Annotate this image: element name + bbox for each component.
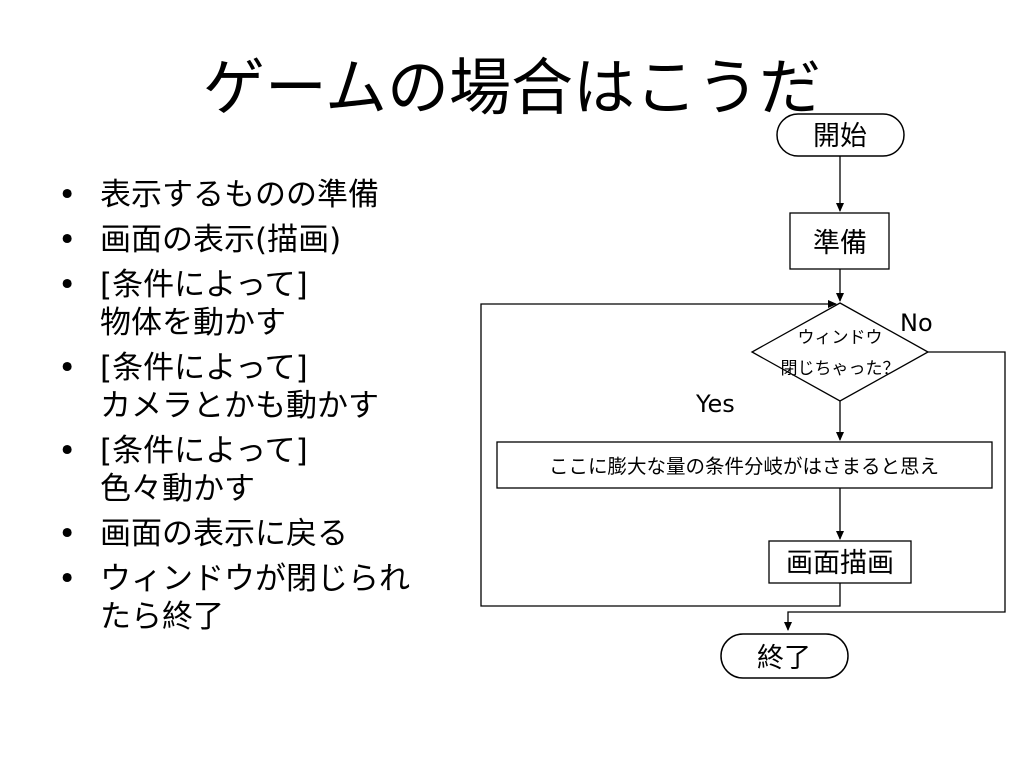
bullet-marker: • <box>58 177 77 213</box>
bullet-item: • [条件によって] 物体を動かす <box>58 266 478 342</box>
bullet-text: 表示するものの準備 <box>100 177 379 213</box>
slide-title: ゲームの場合はこうだ <box>202 51 822 124</box>
yes-label: Yes <box>695 390 735 418</box>
start-label: 開始 <box>813 121 867 152</box>
bullet-item: • ウィンドウが閉じられ たら終了 <box>58 560 478 636</box>
bullet-item: • [条件によって] 色々動かす <box>58 432 478 508</box>
end-label: 終了 <box>757 643 811 674</box>
bullet-text: [条件によって] <box>100 350 308 386</box>
arrow-loop-back <box>480 300 841 607</box>
bullet-list: • 表示するものの準備 • 画面の表示(描画) • [条件によって] 物体を動か… <box>58 176 478 643</box>
bullet-item: • 表示するものの準備 <box>58 176 478 214</box>
bullet-text: 色々動かす <box>100 471 255 507</box>
no-label: No <box>900 309 933 337</box>
bullet-marker: • <box>58 267 77 303</box>
prepare-label: 準備 <box>813 228 867 259</box>
bullet-text: ウィンドウが閉じられ <box>100 561 410 597</box>
bullet-marker: • <box>58 433 77 469</box>
bullet-text: カメラとかも動かす <box>100 388 379 424</box>
process-box <box>496 441 993 489</box>
bullet-marker: • <box>58 350 77 386</box>
bullet-text: [条件によって] <box>100 267 308 303</box>
decision-label-line1: ウィンドウ <box>798 328 883 348</box>
bullet-marker: • <box>58 222 77 258</box>
bullet-text: 画面の表示(描画) <box>100 222 342 258</box>
process-label: ここに膨大な量の条件分岐がはさまると思え <box>549 455 939 478</box>
bullet-text: 画面の表示に戻る <box>100 516 348 552</box>
bullet-text: 物体を動かす <box>100 305 286 341</box>
bullet-item: • 画面の表示(描画) <box>58 221 478 259</box>
end-terminator <box>720 633 849 679</box>
draw-label: 画面描画 <box>786 548 894 579</box>
bullet-marker: • <box>58 561 77 597</box>
prepare-box <box>789 212 890 270</box>
bullet-text: たら終了 <box>100 599 224 635</box>
arrow-no-to-end <box>784 351 1006 631</box>
bullet-marker: • <box>58 516 77 552</box>
decision-label-line2: 閉じちゃった？ <box>781 359 900 379</box>
bullet-item: • [条件によって] カメラとかも動かす <box>58 349 478 425</box>
bullet-item: • 画面の表示に戻る <box>58 515 478 553</box>
bullet-text: [条件によって] <box>100 433 308 469</box>
